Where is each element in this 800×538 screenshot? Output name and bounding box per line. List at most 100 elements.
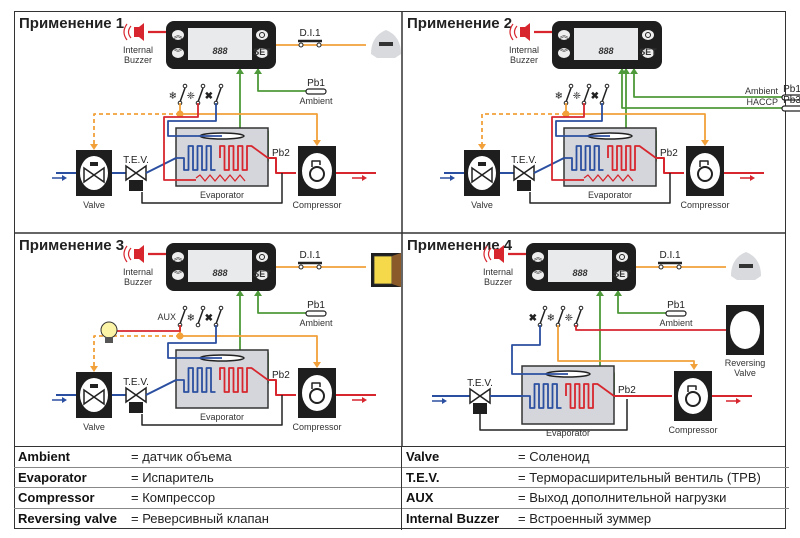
pb1-wire bbox=[257, 68, 306, 92]
buzzer-label: Buzzer bbox=[484, 277, 512, 287]
relay-compressor-snowflake: ❄ bbox=[547, 305, 566, 328]
tev-capillary bbox=[141, 395, 283, 426]
arrow-up-icon bbox=[236, 290, 244, 296]
compressor-label: Compressor bbox=[668, 425, 717, 435]
set-button bbox=[642, 48, 654, 58]
buzzer-label: Internal bbox=[509, 45, 539, 55]
buzzer-icon bbox=[520, 23, 530, 41]
reversing-valve-window bbox=[730, 311, 760, 349]
relay-contact bbox=[200, 83, 206, 89]
coil-hot bbox=[565, 383, 615, 409]
legend-key: Valve bbox=[406, 449, 440, 464]
arrow-up-icon bbox=[630, 68, 638, 74]
buzzer-label: Internal bbox=[123, 45, 153, 55]
legend-key: Ambient bbox=[18, 449, 70, 464]
fan-wire bbox=[555, 103, 610, 137]
aux-wire bbox=[114, 325, 181, 332]
tev-bulb bbox=[129, 402, 143, 413]
probe-label: Ambient bbox=[299, 318, 333, 328]
set-label: SET bbox=[253, 47, 271, 57]
set-label: SET bbox=[253, 269, 271, 279]
legend-row: Reversing valve= Реверсивный клапан bbox=[14, 509, 401, 530]
power-button bbox=[256, 252, 268, 262]
panel-title: Применение 4 bbox=[407, 237, 513, 254]
display-digits: 888 bbox=[212, 268, 227, 278]
relay-defrost-snowflake: ❈ bbox=[565, 305, 584, 328]
fan-icon: ✖ bbox=[529, 313, 537, 324]
relay-defrost-snowflake: ❈ bbox=[187, 83, 206, 106]
pb1-wire bbox=[633, 68, 782, 98]
chevron-down-icon: ︾ bbox=[173, 270, 182, 280]
display-screen bbox=[188, 250, 252, 282]
power-icon bbox=[259, 254, 265, 260]
line bbox=[145, 157, 177, 174]
digital-input: D.I.1 bbox=[298, 250, 322, 270]
application-panel: Применение 3InternalBuzzerAUX❄✖D.I.1Pb1A… bbox=[19, 237, 401, 432]
relay-contact bbox=[560, 305, 566, 311]
relay-contact bbox=[218, 305, 224, 311]
pb2-label: Pb2 bbox=[272, 148, 290, 159]
fan-icon: ✖ bbox=[591, 91, 599, 102]
valve-label: Valve bbox=[83, 422, 105, 432]
legend-row: T.E.V.= Терморасширительный вентиль (ТРВ… bbox=[402, 468, 789, 488]
relay-defrost-snowflake: ❈ bbox=[573, 83, 592, 106]
down-button bbox=[172, 48, 184, 58]
legend-value: = датчик объема bbox=[131, 449, 232, 464]
relay-switch bbox=[557, 309, 564, 325]
evaporator: Evaporator bbox=[175, 127, 269, 200]
set-label: SET bbox=[639, 47, 657, 57]
legend-left-column: Ambient = датчик объема Evaporator= Испар… bbox=[14, 447, 402, 530]
valve-wire bbox=[481, 113, 566, 144]
tev-bulb bbox=[129, 180, 143, 191]
evaporator: Evaporator bbox=[521, 365, 615, 438]
arrow-down-icon bbox=[90, 144, 98, 150]
valve-wire bbox=[93, 113, 180, 144]
compressor-icon bbox=[309, 388, 325, 404]
valve-label: Valve bbox=[471, 200, 493, 210]
di-contact bbox=[298, 264, 304, 270]
buzzer-label: Buzzer bbox=[510, 55, 538, 65]
arrow-up-icon bbox=[254, 68, 262, 74]
power-button bbox=[256, 30, 268, 40]
compressor-wire bbox=[565, 103, 706, 140]
legend-key: Evaporator bbox=[18, 469, 87, 485]
buzzer-icon bbox=[494, 245, 504, 263]
relay-contact bbox=[200, 305, 206, 311]
legend-table: Ambient = датчик объема Evaporator= Испар… bbox=[14, 446, 789, 530]
buzzer-label: Internal bbox=[123, 267, 153, 277]
relay-switch bbox=[565, 87, 572, 103]
defrost-icon: ❈ bbox=[187, 91, 195, 102]
relay-switch bbox=[179, 87, 186, 103]
arrow-right-icon bbox=[750, 175, 755, 181]
arrow-up-icon bbox=[254, 290, 262, 296]
relay-fan: ✖ bbox=[591, 83, 610, 106]
compressor-window bbox=[302, 153, 332, 189]
down-button bbox=[172, 270, 184, 280]
relay-switch bbox=[215, 309, 222, 325]
evaporator: Evaporator bbox=[563, 127, 657, 200]
relay-compressor-snowflake: ❄ bbox=[169, 83, 188, 106]
relay-contact bbox=[604, 83, 610, 89]
legend-row: Evaporator= Испаритель bbox=[14, 468, 401, 488]
legend-key: Internal Buzzer bbox=[406, 510, 500, 526]
light-bulb-icon bbox=[100, 321, 118, 339]
snowflake-icon: ❄ bbox=[547, 313, 555, 324]
power-icon bbox=[259, 32, 265, 38]
reversing-valve-label: Reversing bbox=[725, 358, 766, 368]
power-icon bbox=[619, 254, 625, 260]
compressor: Compressor bbox=[668, 371, 718, 435]
probe-name: Pb1 bbox=[307, 300, 325, 311]
di-contact bbox=[298, 42, 304, 48]
application-panel: Применение 4InternalBuzzer✖❄❈D.I.1Pb1Amb… bbox=[407, 237, 765, 438]
arrow-down-icon bbox=[313, 362, 321, 368]
tev-label: T.E.V. bbox=[123, 155, 149, 166]
sound-wave-icon bbox=[513, 25, 518, 39]
compressor-wire bbox=[557, 325, 695, 364]
legend-value: = Выход дополнительной нагрузки bbox=[518, 490, 727, 505]
door-opening bbox=[373, 255, 393, 285]
solenoid-valve: Valve bbox=[76, 372, 112, 432]
